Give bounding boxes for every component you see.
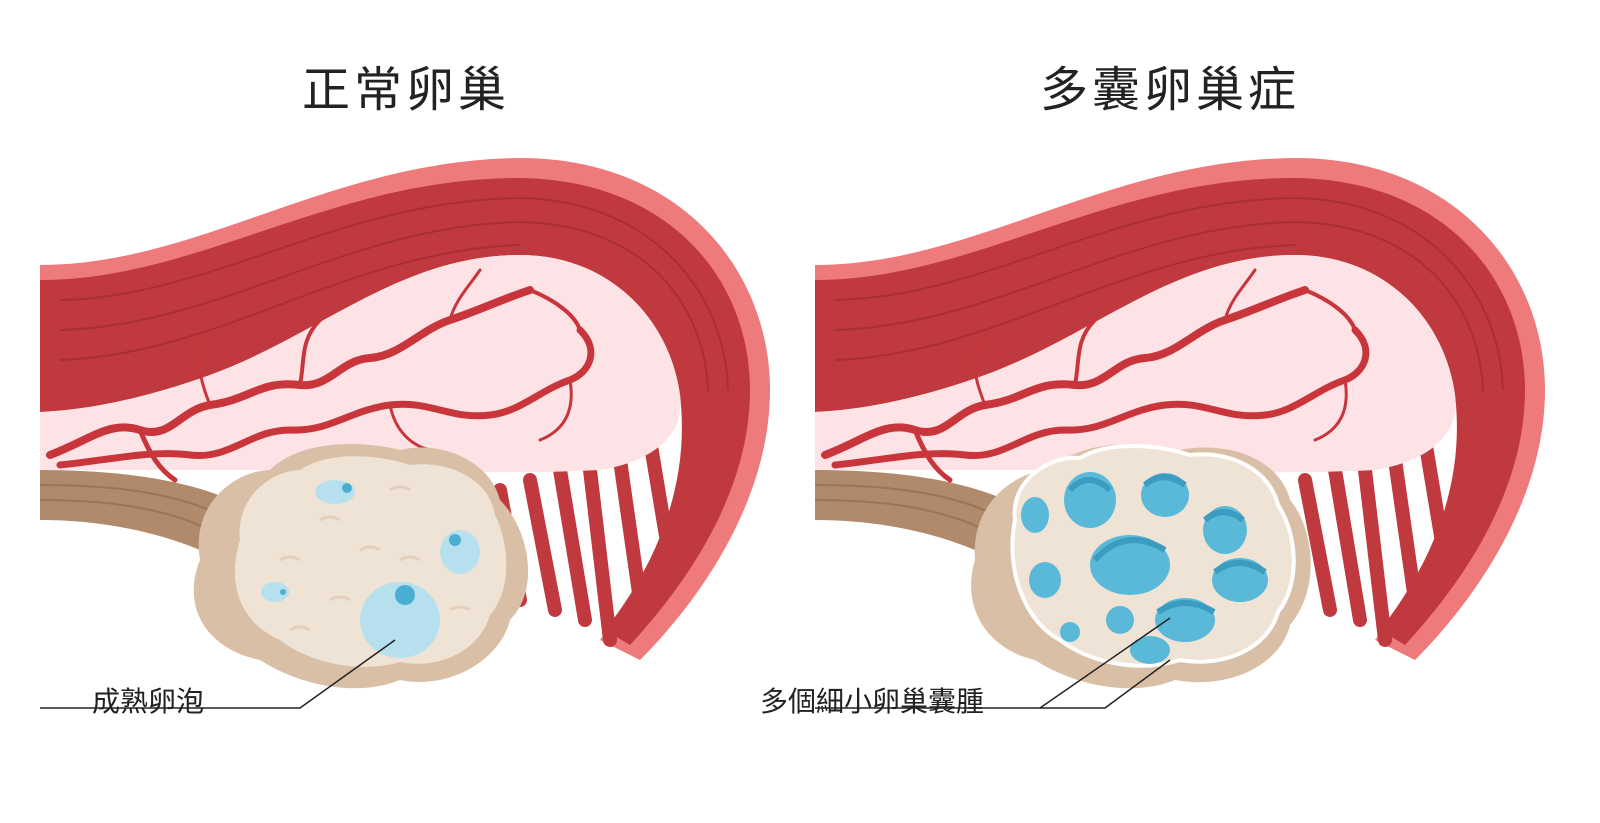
follicles — [261, 480, 480, 658]
panel-pcos-ovary: 多囊卵巢症 — [760, 0, 1600, 823]
panel-normal-ovary: 正常卵巢 — [39, 62, 770, 718]
label-small-cysts: 多個細小卵巢囊腫 — [760, 685, 985, 718]
panel-title-pcos: 多囊卵巢症 — [1040, 62, 1301, 118]
uterus-muscle-wall — [815, 178, 1525, 645]
blood-vessels — [46, 268, 595, 483]
label-mature-follicle: 成熟卵泡 — [92, 685, 205, 718]
uterus-muscle-wall — [40, 178, 750, 645]
blood-vessels — [821, 268, 1370, 483]
pcos-ovary-illustration — [814, 158, 1545, 709]
callout-line-pcos-2 — [1040, 659, 1171, 709]
ligament — [40, 470, 250, 570]
callout-line-normal — [40, 639, 396, 709]
ligament — [815, 470, 1025, 570]
panel-title-normal: 正常卵巢 — [302, 62, 511, 118]
mature-follicle — [360, 582, 440, 658]
normal-ovary-illustration — [39, 158, 770, 709]
cysts — [1021, 472, 1268, 664]
